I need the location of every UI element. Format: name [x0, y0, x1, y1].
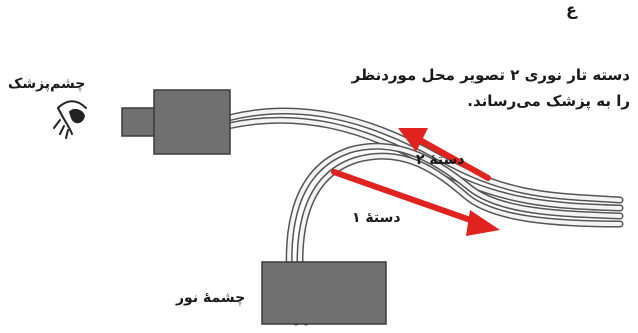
bundle-2-label: دستهٔ ۲: [416, 152, 465, 168]
light-source-label: چشمهٔ نور: [176, 290, 246, 306]
caption-line-1: دسته تار نوری ۲ تصویر محل موردنظر: [351, 66, 630, 84]
bundle-1-label: دستهٔ ۱: [352, 210, 401, 226]
fiber-bundle-upper: [224, 107, 624, 212]
fiber-bundle-lower: [285, 142, 624, 326]
corner-mark: ع: [566, 0, 577, 19]
arrow-bundle-1: [331, 169, 500, 236]
arrow-bundle-2: [398, 128, 491, 181]
eye-icon: [53, 100, 87, 139]
light-source-box: [261, 261, 387, 325]
caption-line-2: را به پزشک می‌رساند.: [467, 92, 630, 110]
eye-label: چشم‌پزشک: [8, 76, 86, 92]
eyepiece-box: [121, 89, 231, 155]
